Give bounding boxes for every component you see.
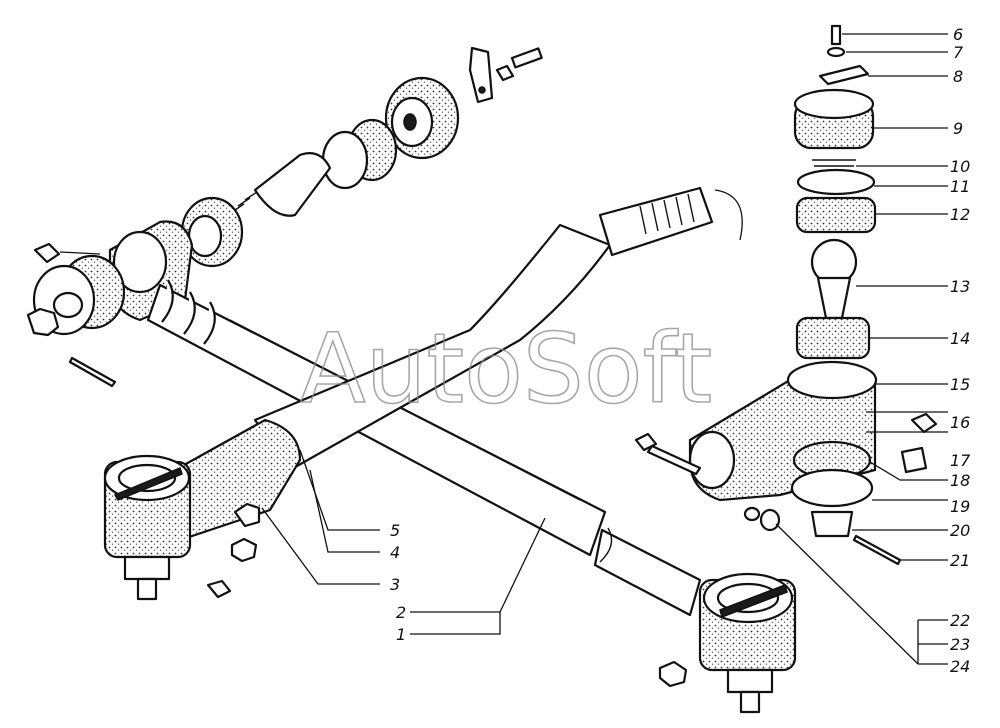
tie-rod-clamp-rings (161, 279, 216, 345)
right-joint-stack (634, 24, 938, 566)
bearing-ring (321, 130, 369, 190)
watermark: AutoSoft (300, 313, 712, 425)
callout-14: 14 (950, 329, 970, 348)
upper-left-joint-assembly (180, 46, 543, 268)
clamp-bolt-shank (646, 444, 702, 476)
socket-slot (113, 466, 183, 501)
cap-left (206, 579, 232, 599)
part-9-cap-top (793, 88, 875, 120)
part-11-ring (796, 168, 876, 196)
part-21-pin (852, 534, 902, 566)
small-nut (495, 64, 515, 82)
callout-22: 22 (950, 611, 970, 630)
plate-hole (478, 86, 486, 94)
callout-17: 17 (950, 451, 971, 470)
callout-9: 9 (953, 119, 963, 138)
socket-slot-right (719, 584, 788, 618)
tie-rod-highlight (229, 319, 581, 501)
callout-4: 4 (390, 543, 400, 562)
lower-right-socket (658, 572, 797, 714)
callout-6: 6 (953, 25, 963, 44)
callout-16: 16 (950, 413, 970, 432)
part-15-housing-eye (688, 430, 736, 490)
tie-rod-lower-section (593, 528, 702, 617)
part-12-bearing (795, 196, 877, 234)
socket-stud-right (739, 690, 761, 714)
callout-8: 8 (953, 67, 963, 86)
callout-labels: 6 7 8 9 10 11 12 13 14 15 16 17 18 19 20… (390, 25, 971, 676)
ball-stud (253, 152, 332, 217)
socket-top-inner (117, 463, 177, 493)
lower-ring-inner (187, 214, 223, 258)
part-15-housing-top (786, 360, 878, 400)
callout-10: 10 (950, 157, 970, 176)
callout-12: 12 (950, 205, 970, 224)
socket-nut (123, 555, 171, 581)
washer-hole (52, 291, 84, 319)
callout-13: 13 (950, 277, 970, 296)
drag-link (253, 186, 743, 472)
part-17-cap (900, 446, 928, 474)
lower-left-socket (103, 418, 302, 601)
part-8-plate (818, 64, 870, 86)
clamp-bolt-left (233, 502, 261, 528)
part-19-cover (790, 468, 874, 508)
callout-19: 19 (950, 497, 970, 516)
socket-arm (173, 418, 302, 542)
callout-23: 23 (950, 635, 970, 654)
drag-link-thread (639, 193, 695, 235)
lock-plate (468, 46, 494, 104)
fitting-left (230, 537, 258, 563)
leader-lines (261, 33, 948, 665)
part-14-bushing (795, 316, 871, 360)
rotation-arrow (714, 189, 743, 241)
callout-2: 2 (396, 603, 406, 622)
callout-5: 5 (390, 521, 400, 540)
callout-11: 11 (950, 177, 970, 196)
part-20-nut (810, 510, 854, 538)
part-7-washer (826, 46, 846, 58)
cotter-pin (68, 356, 117, 388)
callout-20: 20 (950, 521, 970, 540)
grease-fitting (33, 242, 61, 264)
part-23-nut (759, 508, 781, 532)
part-16-fitting (910, 412, 938, 434)
fitting-right (658, 660, 688, 688)
small-bolt (510, 47, 543, 69)
socket-stud (136, 577, 158, 601)
callout-3: 3 (390, 575, 400, 594)
castle-nut (26, 307, 60, 337)
callout-21: 21 (950, 551, 970, 570)
callout-15: 15 (950, 375, 970, 394)
housing-opening (112, 230, 168, 294)
stud-thread (231, 191, 258, 213)
callout-18: 18 (950, 471, 970, 490)
part-13-stud (816, 276, 852, 320)
socket-nut-right (726, 668, 774, 694)
part-24-washer (743, 506, 761, 522)
part-6-screw (830, 24, 842, 46)
end-cap-hole (403, 113, 417, 131)
callout-7: 7 (953, 43, 964, 62)
callout-1: 1 (396, 625, 406, 644)
callout-24: 24 (950, 657, 970, 676)
fitting-arrow (59, 251, 101, 255)
break-line (599, 527, 613, 563)
